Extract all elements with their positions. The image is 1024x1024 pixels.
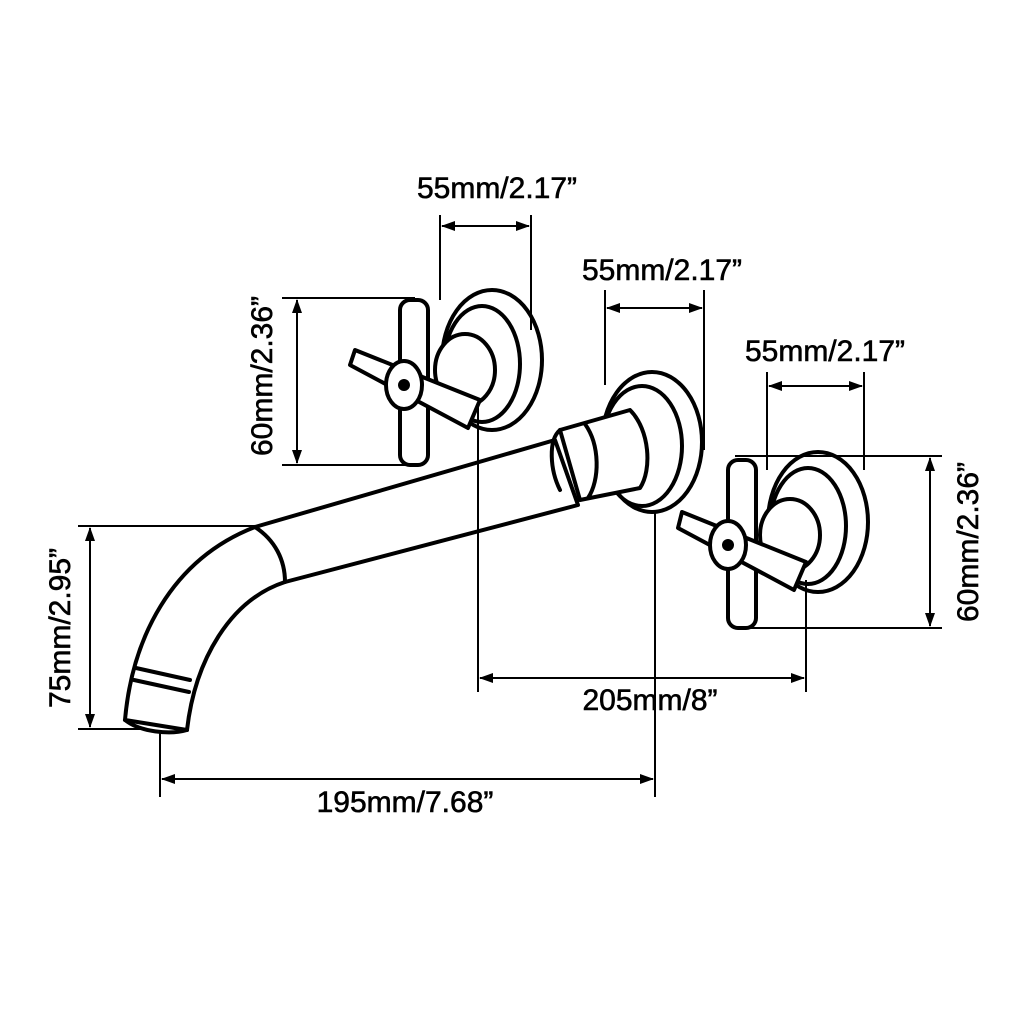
dimension-left-handle-width — [439, 215, 532, 330]
label-left-handle-width: 55mm/2.17” — [417, 172, 577, 205]
label-left-handle-height: 60mm/2.36” — [246, 296, 279, 456]
label-spout-drop: 75mm/2.95” — [44, 548, 77, 708]
spout — [123, 438, 580, 735]
dimension-spout-reach — [159, 510, 656, 797]
label-right-handle-height: 60mm/2.36” — [952, 462, 985, 622]
left-handle — [348, 288, 544, 467]
dimension-spout-drop — [78, 525, 255, 730]
dimension-center-width — [604, 290, 705, 450]
dimension-right-handle-width — [766, 372, 865, 470]
label-center-width: 55mm/2.17” — [582, 254, 742, 287]
center-escutcheon — [549, 370, 704, 514]
label-spout-reach: 195mm/7.68” — [317, 786, 494, 819]
right-handle — [676, 450, 870, 630]
dimension-right-handle-height — [735, 455, 942, 629]
label-right-handle-width: 55mm/2.17” — [745, 335, 905, 368]
dimension-left-handle-height — [282, 297, 415, 466]
label-handle-spacing: 205mm/8” — [582, 684, 717, 717]
dimension-handle-spacing — [477, 405, 807, 692]
